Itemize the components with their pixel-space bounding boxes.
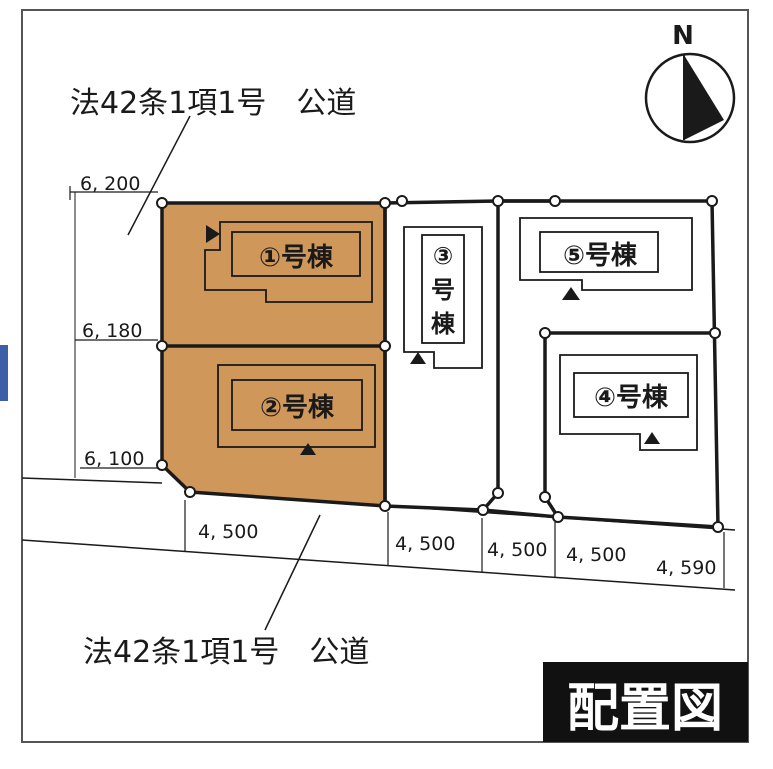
west-dimension-lines (69, 186, 158, 469)
building-footprints (204, 217, 698, 451)
lot-1-fill (162, 203, 385, 346)
entrance-marker-2 (300, 443, 316, 455)
dim-frontage-2: 4, 500 (395, 533, 455, 555)
dim-road-west-1: 6, 200 (80, 173, 140, 195)
legend-box (543, 662, 748, 742)
survey-points (156, 195, 724, 533)
building-3-label-2: 号 (431, 276, 455, 304)
compass-needle-icon (684, 55, 724, 140)
building-1-label: ①号棟 (259, 243, 334, 273)
road-label-bottom: 法42条1項1号 公道 (83, 635, 369, 670)
entrance-marker-1 (206, 225, 220, 243)
building-4-label: ④号棟 (594, 383, 669, 413)
compass: N (644, 21, 736, 144)
legend-title: 配置図 (567, 679, 723, 739)
entrance-marker-5 (562, 287, 580, 300)
dim-frontage-3: 4, 500 (487, 539, 547, 561)
dim-frontage-5: 4, 590 (656, 557, 716, 579)
entrance-markers (206, 225, 660, 455)
left-accent-bar (0, 345, 8, 401)
building-3-label-1: ③ (433, 242, 453, 270)
compass-letter: N (672, 21, 694, 51)
entrance-marker-4 (644, 432, 660, 444)
road-label-top: 法42条1項1号 公道 (70, 86, 356, 121)
building-3-label-3: 棟 (431, 310, 456, 338)
leader-line-top (127, 115, 191, 236)
leader-line-bottom (264, 514, 321, 631)
dim-frontage-4: 4, 500 (566, 544, 626, 566)
dim-frontage-1: 4, 500 (198, 521, 258, 543)
frontage-dimension-lines (184, 500, 725, 588)
road-edge-lower (21, 539, 736, 591)
dim-road-west-2: 6, 180 (82, 320, 142, 342)
building-5-label: ⑤号棟 (563, 241, 638, 271)
entrance-marker-3 (410, 352, 426, 364)
lot-2-fill (162, 346, 385, 506)
dim-road-west-3: 6, 100 (84, 448, 144, 470)
building-2-label: ②号棟 (260, 393, 335, 423)
